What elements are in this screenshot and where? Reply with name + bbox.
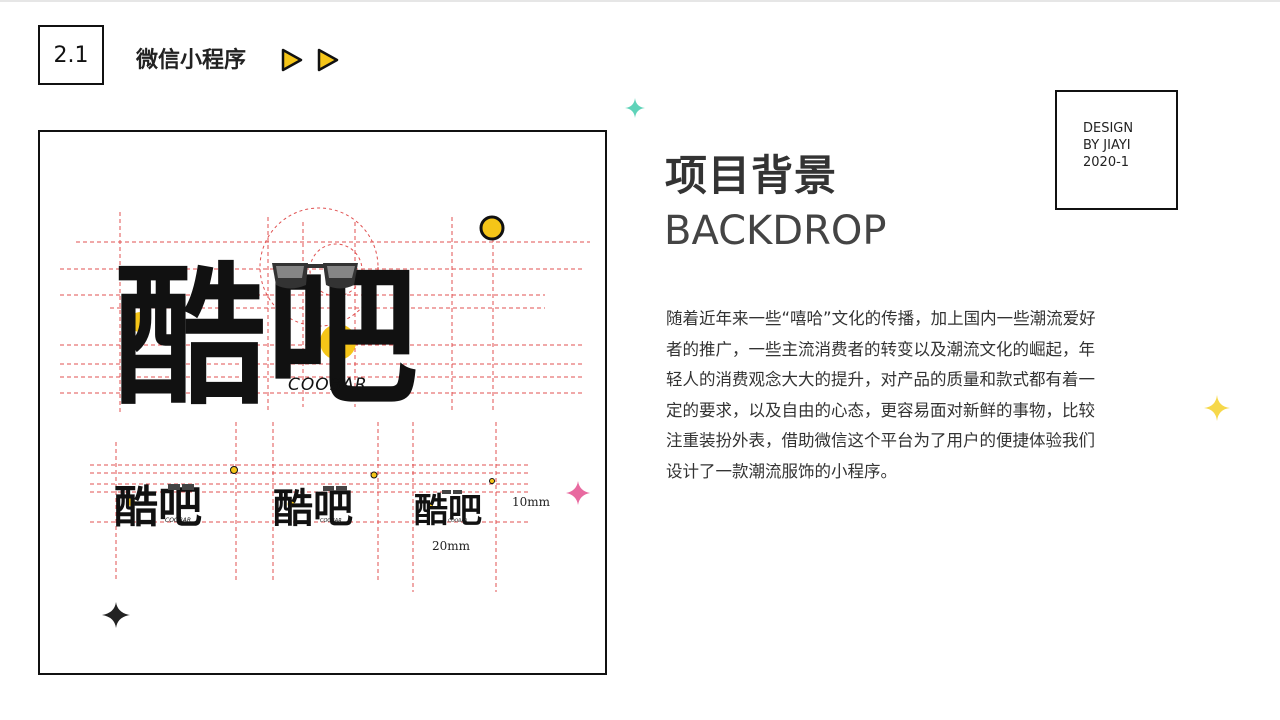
section-number-box: 2.1: [38, 25, 104, 85]
logo-english-text: COOBAR: [448, 518, 468, 524]
logo-chinese-text: 酷吧: [114, 482, 202, 533]
logo-english-text: COOBAR: [165, 517, 191, 524]
logo-chinese-text: 酷吧: [273, 485, 353, 532]
guide-circle: [259, 207, 379, 327]
design-credit-line: DESIGN: [1083, 121, 1134, 136]
logo-english-text: COOBAR: [288, 375, 368, 395]
sparkle-star-icon: [1204, 395, 1230, 421]
logo-small: 酷吧 COOBAR: [414, 478, 495, 531]
logo-chinese-text: 酷吧: [414, 491, 482, 531]
logo-large: 酷吧 COOBAR: [114, 215, 505, 426]
guide-circle: [309, 243, 363, 297]
logo-chinese-text: 酷吧: [114, 247, 418, 426]
vertical-guides: [119, 212, 494, 412]
top-divider: [0, 0, 1280, 2]
logo-showcase-frame: 酷吧 COOBAR: [38, 130, 607, 675]
sparkle-star-icon: [625, 98, 645, 118]
logo-small: 酷吧 COOBAR: [114, 466, 238, 533]
play-arrow-icon: [317, 48, 339, 72]
logo-guide-drawing: 酷吧 COOBAR: [60, 207, 590, 628]
body-paragraph: 随着近年来一些“嘻哈”文化的传播，加上国内一些潮流爱好者的推广，一些主流消费者的…: [666, 309, 1096, 481]
small-logo-guides: [90, 422, 530, 592]
sunglasses-icon: [272, 263, 358, 289]
design-credit-line: 2020-1: [1083, 155, 1130, 170]
horizontal-guides: [60, 241, 590, 394]
sparkle-star-icon: [566, 481, 590, 505]
design-credit-line: BY JIAYI: [1083, 138, 1131, 153]
section-number: 2.1: [53, 42, 89, 68]
page-title: 项目背景: [665, 151, 838, 200]
page-subtitle: BACKDROP: [664, 208, 887, 254]
play-arrow-icon: [281, 48, 303, 72]
dimension-width-label: 20mm: [432, 539, 471, 553]
section-title: 微信小程序: [136, 48, 247, 73]
logo-small: 酷吧 COOBAR: [273, 471, 378, 532]
sparkle-star-icon: [102, 602, 130, 628]
dimension-height-label: 10mm: [512, 495, 551, 509]
logo-english-text: COOBAR: [320, 518, 342, 524]
design-credit-box: DESIGN BY JIAYI 2020-1: [1055, 90, 1178, 210]
